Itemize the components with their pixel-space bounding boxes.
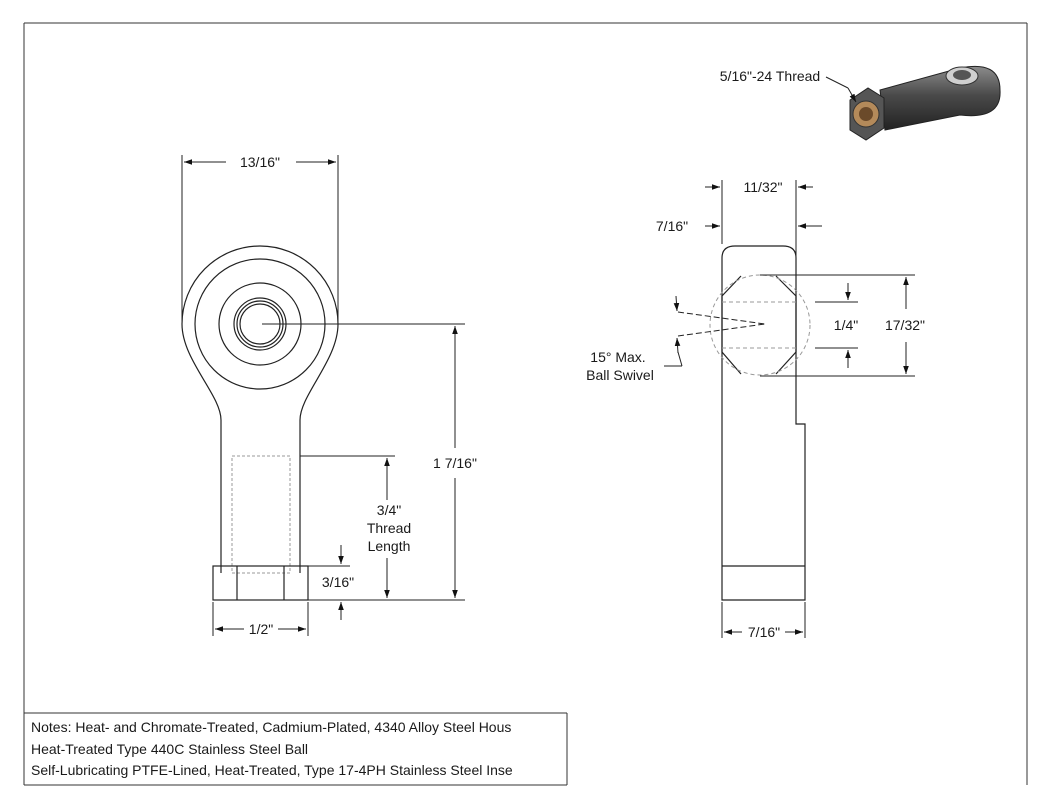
dimension-labels: 13/16" 1 7/16" 3/4" Thread Length 3/16" … xyxy=(240,68,925,640)
dim-thread-length-value: 3/4" xyxy=(377,502,401,518)
dim-swivel-line1: 15° Max. xyxy=(590,349,645,365)
dim-nut-width: 1/2" xyxy=(249,621,273,637)
notes-line-1: Notes: Heat- and Chromate-Treated, Cadmi… xyxy=(31,719,512,735)
front-view-rod-end xyxy=(181,245,339,601)
dim-housing-thickness-top: 7/16" xyxy=(656,218,688,234)
drawing-border xyxy=(23,22,1028,786)
dim-swivel-line2: Ball Swivel xyxy=(586,367,654,383)
side-view-rod-end xyxy=(721,245,806,601)
dim-shank-width: 7/16" xyxy=(748,624,780,640)
dim-bore: 1/4" xyxy=(834,317,858,333)
front-view-dimension-lines xyxy=(181,155,465,636)
dim-thread-length-word2: Length xyxy=(368,538,411,554)
dim-thread-length-word1: Thread xyxy=(367,520,411,536)
dim-overall-width: 13/16" xyxy=(240,154,280,170)
thread-callout: 5/16"-24 Thread xyxy=(720,68,820,84)
dim-total-length: 1 7/16" xyxy=(433,455,477,471)
dim-nut-height: 3/16" xyxy=(322,574,354,590)
dim-ball-diameter: 17/32" xyxy=(885,317,925,333)
isometric-rod-end-image xyxy=(825,65,1001,141)
side-view-hidden-lines xyxy=(709,274,811,376)
side-view-dimension-lines xyxy=(664,180,915,638)
notes-line-3: Self-Lubricating PTFE-Lined, Heat-Treate… xyxy=(31,762,513,778)
notes-line-2: Heat-Treated Type 440C Stainless Steel B… xyxy=(31,741,309,757)
dim-ball-width: 11/32" xyxy=(744,179,783,195)
